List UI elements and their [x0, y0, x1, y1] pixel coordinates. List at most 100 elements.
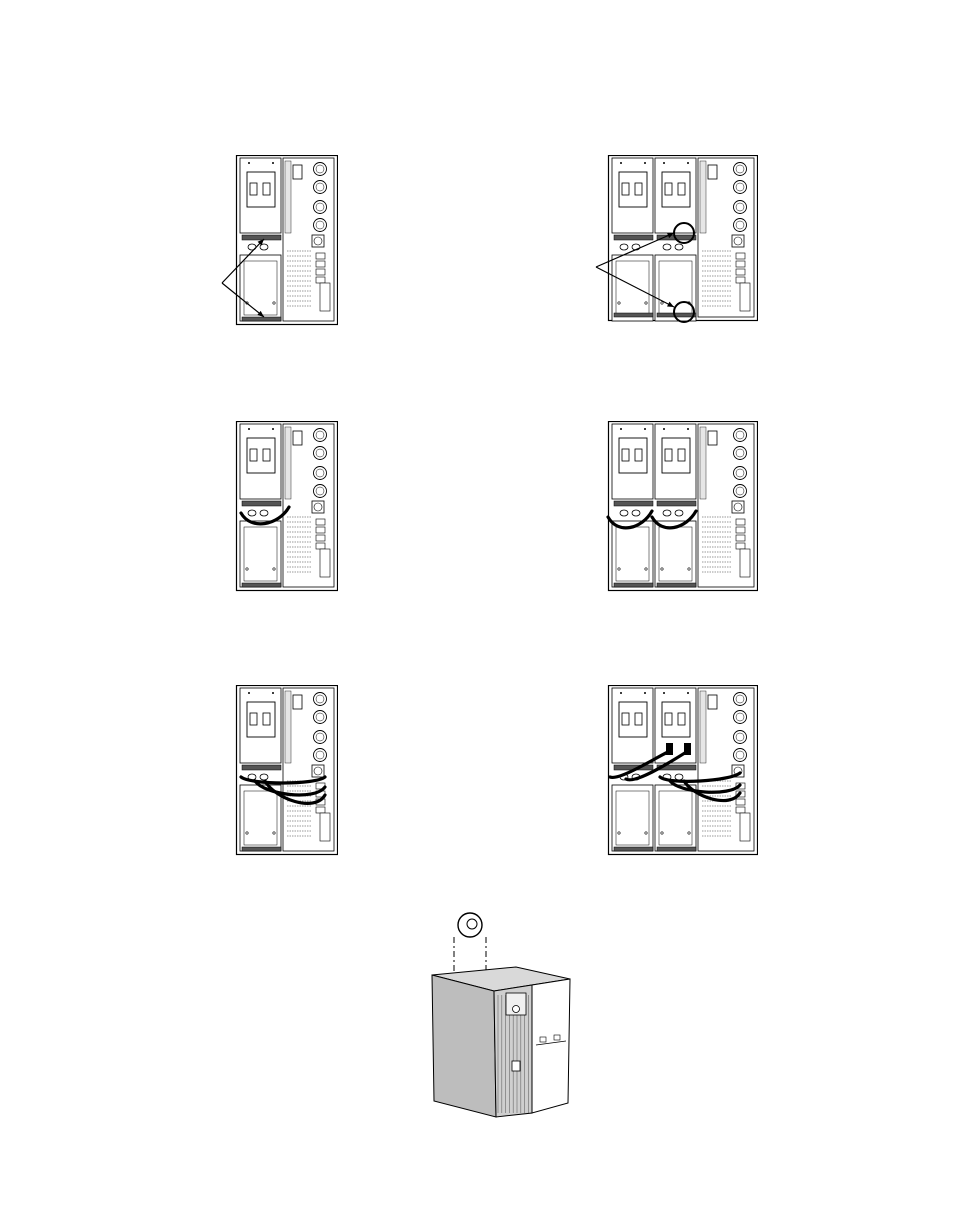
battery-cover [659, 791, 692, 845]
outlet [734, 731, 747, 744]
bracket-bar [242, 847, 281, 851]
breaker-switch [622, 183, 629, 195]
outlet [314, 447, 327, 460]
breaker-switch [250, 713, 257, 725]
vent-strip [700, 427, 706, 499]
figure-double-cables-connected [600, 685, 758, 857]
outlet [734, 201, 747, 214]
battery-cover [244, 791, 277, 845]
comm-port [708, 431, 717, 445]
bracket-bar [242, 317, 281, 321]
screw [663, 692, 665, 694]
bracket-bar [614, 847, 653, 851]
outlet [314, 711, 327, 724]
outlet [314, 467, 327, 480]
network-port [736, 535, 745, 541]
figure-single-cables-connected [235, 685, 338, 857]
bracket-bar [614, 501, 653, 506]
screw [620, 692, 622, 694]
accessory-slot [320, 813, 330, 841]
screw [644, 692, 646, 694]
bay-clip [554, 1035, 560, 1040]
bracket-bar [242, 765, 281, 770]
bay-clip [540, 1037, 546, 1042]
tower-side [432, 975, 496, 1117]
screw [272, 162, 274, 164]
breaker-switch [678, 713, 685, 725]
screw [687, 692, 689, 694]
figure-single-bracket-arrows [218, 155, 338, 327]
network-port [736, 277, 745, 283]
network-port [736, 807, 745, 813]
vent-strip [700, 161, 706, 233]
bracket-bar [614, 583, 653, 587]
accessory-slot [320, 549, 330, 577]
vent-strip [285, 427, 291, 499]
battery-cover [616, 791, 649, 845]
screw [620, 428, 622, 430]
battery-cover [616, 261, 649, 315]
network-port [736, 543, 745, 549]
network-port [316, 519, 325, 525]
outlet [314, 693, 327, 706]
outlet [314, 201, 327, 214]
vent-strip [285, 691, 291, 763]
screw [663, 428, 665, 430]
screw [687, 162, 689, 164]
network-port [316, 543, 325, 549]
battery-connector [620, 244, 628, 250]
screw-head [458, 913, 482, 937]
comm-port [708, 695, 717, 709]
battery-connector [260, 774, 268, 780]
bracket-bar [614, 235, 653, 240]
screw [663, 162, 665, 164]
battery-connector [675, 774, 683, 780]
breaker-switch [635, 449, 642, 461]
figure-single-cable-loop [235, 421, 338, 593]
breaker-switch [635, 183, 642, 195]
accessory-slot [320, 283, 330, 311]
network-port [316, 253, 325, 259]
outlet [734, 163, 747, 176]
breaker-switch [635, 713, 642, 725]
outlet [734, 181, 747, 194]
accessory-slot [740, 813, 750, 841]
battery-connector [620, 510, 628, 516]
outlet [734, 485, 747, 498]
network-port [316, 527, 325, 533]
bracket-bar [242, 501, 281, 506]
breaker-switch [622, 449, 629, 461]
breaker-switch [250, 449, 257, 461]
open-bay [532, 979, 570, 1113]
outlet [314, 219, 327, 232]
front-badge [512, 1061, 520, 1071]
battery-connector [675, 510, 683, 516]
network-port [736, 269, 745, 275]
breaker-switch [263, 449, 270, 461]
screw [272, 428, 274, 430]
network-port [736, 527, 745, 533]
bracket-bar [657, 583, 696, 587]
network-port [316, 807, 325, 813]
vent-strip [285, 161, 291, 233]
breaker-switch [678, 449, 685, 461]
network-port [316, 269, 325, 275]
breaker-switch [622, 713, 629, 725]
breaker-switch [678, 183, 685, 195]
outlet [734, 447, 747, 460]
battery-cover [616, 527, 649, 581]
outlet [314, 163, 327, 176]
bracket-bar [242, 583, 281, 587]
screw [644, 428, 646, 430]
network-port [736, 519, 745, 525]
outlet [734, 749, 747, 762]
screw [248, 428, 250, 430]
screw [248, 692, 250, 694]
screw [620, 162, 622, 164]
breaker-switch [665, 713, 672, 725]
bracket-bar [242, 235, 281, 240]
battery-connector [632, 510, 640, 516]
outlet [314, 749, 327, 762]
battery-connector [663, 510, 671, 516]
battery-cover [659, 527, 692, 581]
